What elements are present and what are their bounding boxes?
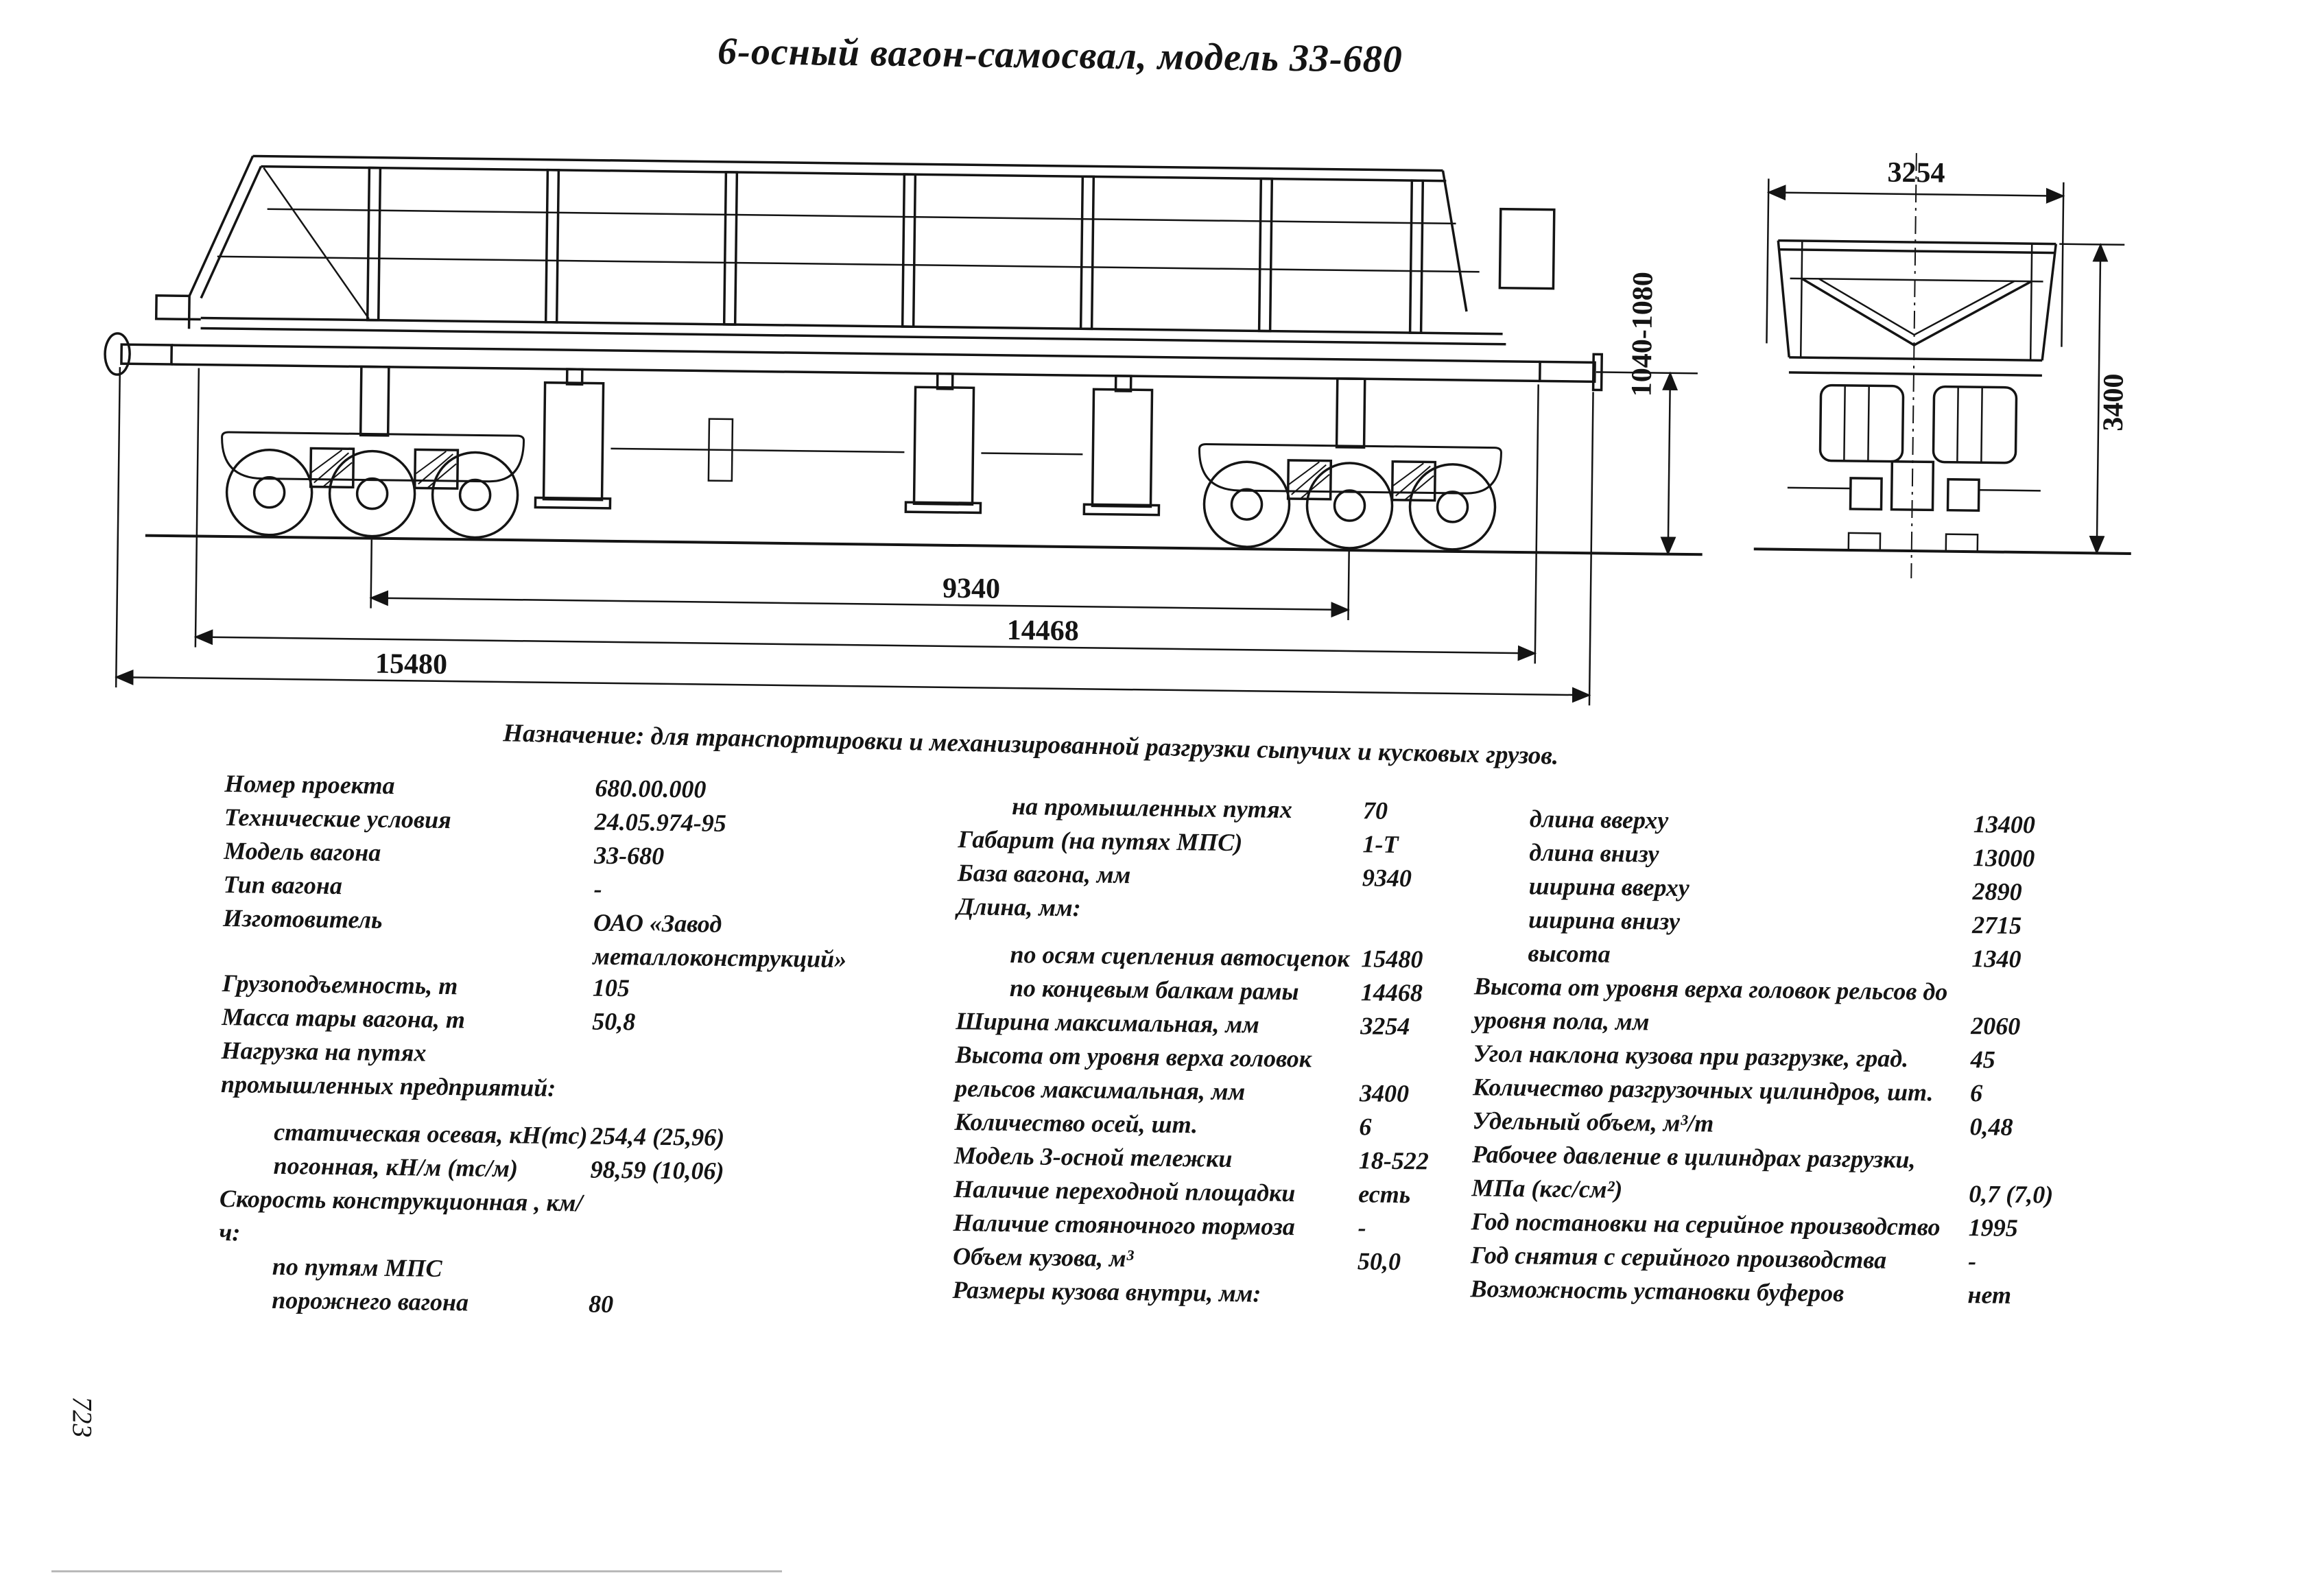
spec-value: 1995: [1968, 1214, 2018, 1242]
spec-value: 13400: [1973, 810, 2036, 839]
dim-coupler-length-label: 15480: [375, 648, 448, 681]
spec-value: 254,4 (25,96): [590, 1122, 725, 1151]
spec-row: Нагрузка на путях промышленных предприят…: [221, 1034, 935, 1110]
spec-value: 50,0: [1357, 1247, 1401, 1276]
spec-label: Наличие стояночного тормоза: [953, 1209, 1296, 1241]
spec-value: 1-Т: [1362, 830, 1399, 858]
spec-label: Рабочее давление в цилиндрах разгрузки, …: [1471, 1140, 1916, 1203]
spec-label: Технические условия: [224, 803, 451, 834]
spec-label: Нагрузка на путях промышленных предприят…: [220, 1036, 556, 1102]
dim-coupler-height-label: 1040-1080: [1626, 272, 1659, 397]
spec-label: Тип вагона: [223, 871, 343, 900]
spec-value: 50,8: [591, 1007, 636, 1036]
spec-label: Длина, мм:: [957, 893, 1081, 922]
side-view-drawing: 9340 14468 15480 1040-1080: [104, 154, 1703, 706]
spec-label: длина внизу: [1529, 838, 1659, 868]
spec-label: Наличие переходной площадки: [953, 1175, 1296, 1207]
spec-label: ширина вверху: [1528, 872, 1689, 902]
spec-value: 0,48: [1969, 1113, 2013, 1141]
spec-value: нет: [1967, 1281, 2012, 1309]
page-number: 723: [67, 1396, 98, 1438]
spec-value: 45: [1970, 1045, 1995, 1074]
spec-value: ОАО «Завод металлоконструкций»: [593, 908, 847, 973]
end-view-drawing: 3254 3400: [1753, 153, 2131, 579]
spec-label: Номер проекта: [224, 770, 395, 800]
spec-label: высота: [1528, 939, 1611, 968]
spec-label: по путям МПС порожнего вагона: [271, 1252, 469, 1316]
dim-height-label: 3400: [2098, 373, 2130, 432]
spec-value: 2715: [1971, 911, 2022, 940]
spec-label: Масса тары вагона, т: [222, 1002, 466, 1034]
spec-value: есть: [1358, 1180, 1411, 1209]
spec-value: 3254: [1360, 1012, 1410, 1041]
spec-label: Грузоподъемность, т: [222, 969, 458, 1000]
dim-width-label: 3254: [1887, 157, 1945, 189]
spec-label: статическая осевая, кН(тс): [273, 1118, 588, 1150]
spec-label: ширина внизу: [1528, 906, 1681, 935]
spec-column-3: длина вверху 13400 длина внизу 13000 шир…: [1470, 801, 2306, 1316]
spec-value: -: [1357, 1214, 1366, 1242]
spec-label: Высота от уровня верха головок рельсов д…: [1473, 972, 1948, 1036]
spec-value: 3400: [1359, 1079, 1410, 1108]
spec-value: 680.00.000: [595, 774, 707, 803]
spec-label: Объем кузова, м³: [952, 1242, 1134, 1273]
spec-label: Модель 3-осной тележки: [953, 1142, 1233, 1173]
spec-row: Высота от уровня верха головок рельсов д…: [1473, 969, 2304, 1047]
scan-edge-artifact: [51, 1570, 782, 1572]
spec-value: 70: [1362, 796, 1388, 825]
spec-row: по путям МПС порожнего вагона 80: [218, 1249, 932, 1325]
spec-value: 6: [1969, 1079, 1983, 1107]
spec-value: 80: [588, 1290, 614, 1318]
spec-label: по концевым балкам рамы: [1009, 974, 1299, 1006]
spec-label: по осям сцепления автосцепок: [1010, 941, 1350, 973]
spec-value: 6: [1359, 1113, 1372, 1141]
spec-value: 1340: [1971, 945, 2021, 973]
spec-label: Угол наклона кузова при разгрузке, град.: [1473, 1039, 1909, 1073]
spec-value: 2060: [1971, 1012, 2021, 1041]
spec-value: -: [593, 875, 602, 903]
spec-value: 105: [592, 973, 630, 1002]
spec-label: длина вверху: [1529, 805, 1669, 834]
spec-label: Количество осей, шт.: [954, 1108, 1198, 1139]
spec-label: Модель вагона: [223, 837, 381, 866]
spec-label: Возможность установки буферов: [1470, 1275, 1845, 1307]
spec-column-1: Номер проекта 680.00.000 Технические усл…: [218, 767, 938, 1325]
spec-value: 2890: [1972, 877, 2022, 906]
spec-label: Габарит (на путях МПС): [958, 825, 1243, 857]
spec-label: погонная, кН/м (тс/м): [273, 1151, 519, 1183]
spec-label: База вагона, мм: [957, 859, 1131, 889]
spec-value: 13000: [1973, 844, 2035, 873]
spec-value: 24.05.974-95: [594, 807, 727, 837]
spec-label: Удельный объем, м³/т: [1472, 1107, 1714, 1137]
spec-value: 98,59 (10,06): [590, 1155, 724, 1185]
spec-label: Изготовитель: [222, 904, 383, 934]
spec-label: Размеры кузова внутри, мм:: [952, 1276, 1261, 1308]
spec-label: Год снятия с серийного производства: [1470, 1241, 1887, 1274]
dim-base-label: 9340: [942, 573, 1001, 605]
spec-label: Год постановки на серийное производство: [1471, 1207, 1941, 1241]
spec-row: Скорость конструкционная , км/ч:: [219, 1182, 933, 1258]
page-title: 6-осный вагон-самосвал, модель 33-680: [717, 29, 1403, 81]
spec-label: Скорость конструкционная , км/ч:: [219, 1184, 583, 1247]
spec-row: Рабочее давление в цилиндрах разгрузки, …: [1471, 1137, 2302, 1215]
spec-value: 14468: [1360, 978, 1423, 1007]
dim-frame-length-label: 14468: [1006, 615, 1079, 647]
spec-value: 0,7 (7,0): [1969, 1180, 2054, 1209]
spec-label: Высота от уровня верха головок рельсов м…: [954, 1041, 1312, 1106]
spec-label: Ширина максимальная, мм: [956, 1007, 1260, 1039]
spec-label: на промышленных путях: [1011, 792, 1292, 824]
spec-value: 33-680: [593, 841, 665, 870]
spec-value: -: [1967, 1247, 1977, 1275]
spec-value: 15480: [1361, 945, 1423, 973]
spec-label: Количество разгрузочных цилиндров, шт.: [1472, 1073, 1934, 1107]
spec-value: 18-522: [1358, 1146, 1430, 1175]
spec-value: 9340: [1362, 864, 1412, 893]
purpose-statement: Назначение: для транспортировки и механи…: [502, 719, 1559, 770]
